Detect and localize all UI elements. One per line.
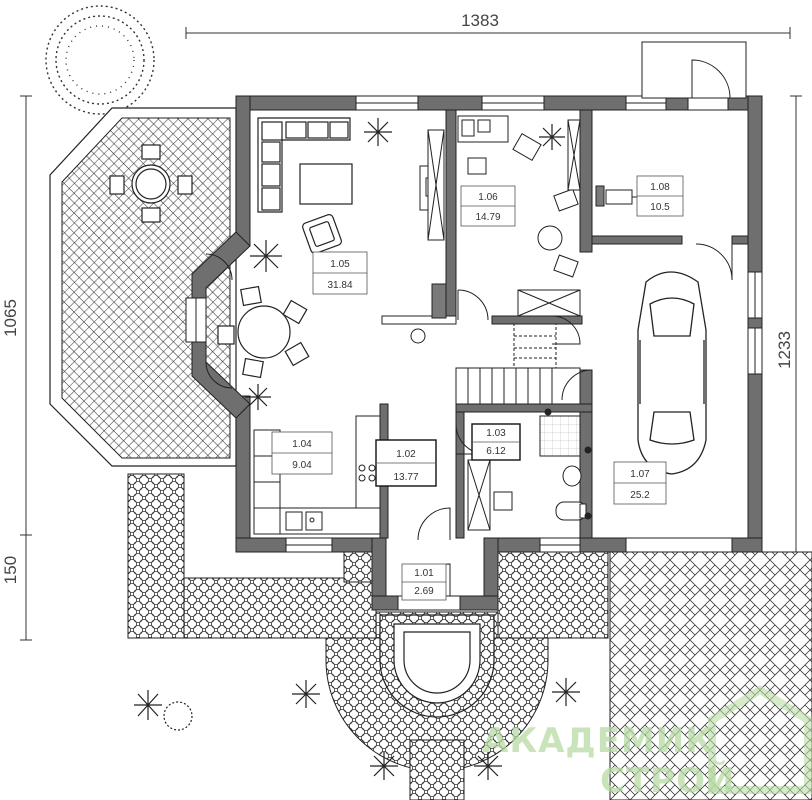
window-openings	[185, 95, 763, 611]
room-label-1-07: 1.07 25.2	[613, 461, 667, 505]
room-area: 13.77	[393, 472, 418, 483]
dimension-left-top: 1065	[1, 299, 20, 337]
bathroom-fixtures-icon	[539, 408, 592, 521]
watermark-line2: СТРОЙ	[600, 760, 735, 800]
shrub-icon	[134, 678, 580, 780]
watermark: АКАДЕМИК СТРОЙ	[482, 685, 812, 800]
dining-table-icon	[217, 285, 310, 379]
room-number: 1.08	[650, 182, 670, 193]
lamp-icon	[410, 328, 426, 344]
entrance-arch	[379, 614, 495, 718]
watermark-logo-icon	[708, 685, 812, 794]
fireplace-icon	[431, 283, 447, 319]
porch-top	[641, 41, 747, 99]
room-area: 25.2	[630, 490, 650, 501]
room-number: 1.06	[478, 192, 498, 203]
room-number: 1.01	[414, 568, 434, 579]
desk-icon	[457, 115, 581, 278]
room-area: 9.04	[292, 460, 312, 471]
room-label-1-08: 1.08 10.5	[636, 175, 684, 217]
sofa-icon	[257, 117, 351, 213]
room-label-1-04: 1.04 9.04	[271, 431, 333, 475]
room-area: 31.84	[327, 280, 352, 291]
armchair-icon	[302, 214, 342, 254]
car-icon	[637, 271, 707, 475]
dimension-top: 1383	[461, 11, 499, 30]
room-label-1-01: 1.01 2.69	[401, 563, 447, 601]
room-area: 10.5	[650, 202, 670, 213]
tree-icon	[45, 5, 155, 115]
kitchen-counter-icon	[253, 415, 381, 535]
outdoor-dining-table-icon	[109, 144, 193, 223]
room-number: 1.04	[292, 439, 312, 450]
dimension-right: 1233	[775, 331, 794, 369]
room-area: 2.69	[414, 586, 434, 597]
watermark-line1: АКАДЕМИК	[482, 721, 714, 761]
coffee-table-icon	[299, 163, 353, 205]
staircase	[455, 323, 581, 405]
plant-icon	[245, 118, 565, 410]
room-number: 1.07	[630, 469, 650, 480]
room-labels: 1.01 2.69 1.02 13.77 1.03 6.12 1.04 9.04 1.05 31.…	[271, 175, 684, 601]
boiler-icon	[595, 185, 640, 207]
room-label-1-06: 1.06 14.79	[460, 185, 516, 227]
room-label-1-03: 1.03 6.12	[471, 423, 521, 461]
dimension-left-bottom: 150	[1, 556, 20, 584]
dimension-lines	[20, 27, 802, 641]
room-number: 1.05	[330, 259, 350, 270]
room-label-1-02: 1.02 13.77	[375, 439, 437, 487]
room-number: 1.02	[396, 449, 416, 460]
room-area: 6.12	[486, 446, 506, 457]
room-number: 1.03	[486, 428, 506, 439]
room-label-1-05: 1.05 31.84	[312, 251, 368, 295]
room-area: 14.79	[475, 212, 500, 223]
